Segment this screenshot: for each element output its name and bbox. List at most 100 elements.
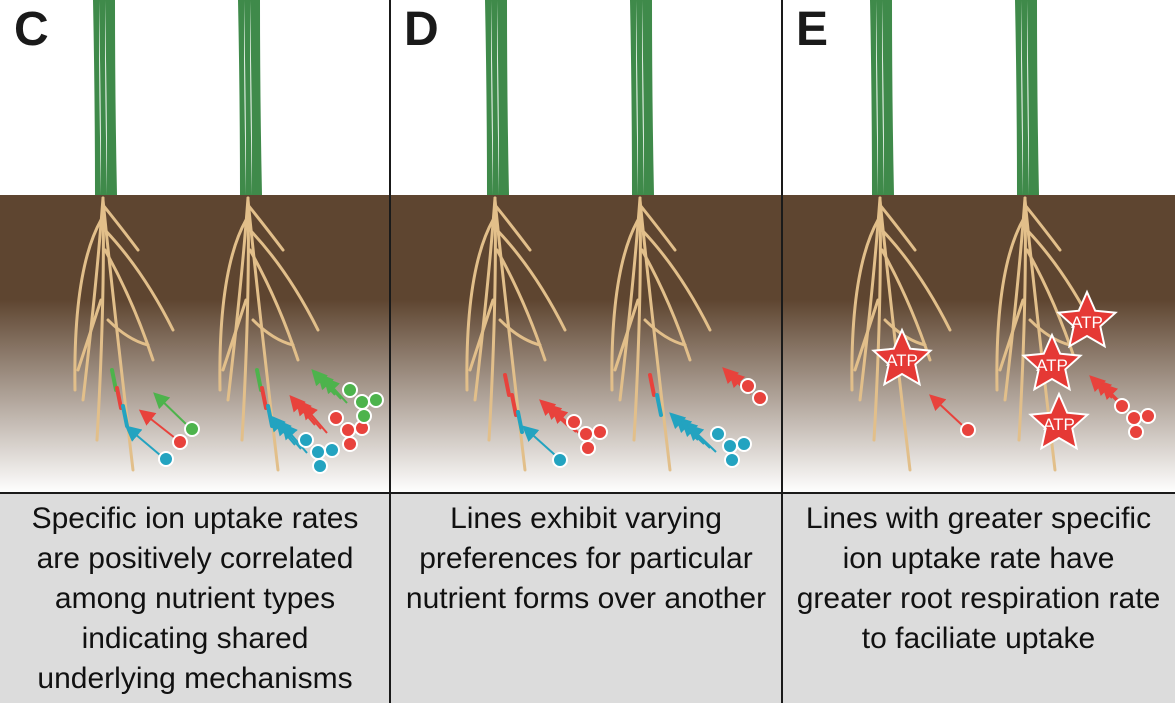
plant-leaves xyxy=(93,0,117,195)
ion xyxy=(354,394,370,410)
uptake-arrows-blue xyxy=(522,425,556,456)
caption-line: underlying mechanisms xyxy=(37,662,353,695)
root-tip-uptake xyxy=(648,373,656,397)
ion xyxy=(312,458,328,474)
plant-roots xyxy=(73,196,175,472)
atp-star-shape xyxy=(1056,289,1118,349)
root-tip-uptake xyxy=(115,386,123,410)
ion xyxy=(342,436,358,452)
plant-roots xyxy=(850,196,952,472)
root-tip-uptake xyxy=(503,373,511,397)
caption-line: Specific ion uptake rates xyxy=(31,502,359,535)
plant-leaves xyxy=(238,0,262,195)
panel-d-letter: D xyxy=(404,3,439,56)
panel-d: D Lines exhibit varying preferences for … xyxy=(390,0,782,703)
atp-label: ATP xyxy=(886,351,918,370)
ion-cluster-red xyxy=(328,410,370,452)
ion xyxy=(724,452,740,468)
ion-cluster-green xyxy=(342,382,384,424)
atp-star-shape xyxy=(871,327,933,387)
ion-cluster-red xyxy=(172,434,188,450)
ion-cluster-blue xyxy=(158,451,174,467)
ion xyxy=(1128,424,1144,440)
root-tip-uptake xyxy=(260,386,268,410)
root-tip-uptake xyxy=(255,368,263,392)
caption-line: Lines exhibit varying xyxy=(450,502,722,535)
ion xyxy=(1114,398,1130,414)
uptake-arrow xyxy=(929,394,963,426)
panel-c-letter: C xyxy=(14,3,49,56)
uptake-arrows-blue xyxy=(669,412,717,453)
atp-star: ATP xyxy=(1028,391,1090,451)
ion xyxy=(592,424,608,440)
caption-line: ion uptake rate have xyxy=(842,542,1115,575)
root-tip-uptake xyxy=(110,368,118,392)
ion xyxy=(340,422,356,438)
ion xyxy=(960,422,976,438)
uptake-arrow xyxy=(138,409,176,439)
uptake-arrows-red xyxy=(929,394,963,426)
uptake-arrows-red xyxy=(138,409,176,439)
panel-c: C Specific ion uptake rates are positive… xyxy=(0,0,390,703)
soil xyxy=(0,195,390,493)
plant-leaves xyxy=(485,0,509,195)
uptake-arrow xyxy=(687,424,717,453)
ion-cluster-blue xyxy=(298,432,340,474)
panel-e-letter: E xyxy=(796,3,829,56)
ion xyxy=(184,421,200,437)
ion xyxy=(368,392,384,408)
ion xyxy=(552,452,568,468)
uptake-arrows-blue xyxy=(124,425,161,456)
uptake-arrow xyxy=(281,422,308,454)
panel-e-caption: Lines with greater specific ion uptake r… xyxy=(782,493,1175,703)
plant-leaves xyxy=(870,0,894,195)
ion xyxy=(158,451,174,467)
caption-line: indicating shared xyxy=(81,622,309,655)
uptake-arrow xyxy=(522,425,556,456)
ion xyxy=(740,378,756,394)
panel-d-illustration xyxy=(390,0,782,493)
caption-line: Lines with greater specific xyxy=(805,502,1152,535)
ion xyxy=(172,434,188,450)
plant-leaves xyxy=(630,0,654,195)
panel-divider xyxy=(781,0,783,703)
ion xyxy=(566,414,582,430)
ion xyxy=(342,382,358,398)
root-tip-uptake xyxy=(121,404,129,428)
ion-cluster-red xyxy=(1114,398,1156,440)
ion xyxy=(328,410,344,426)
ion xyxy=(752,390,768,406)
uptake-arrows-green xyxy=(311,369,348,404)
panel-c-illustration xyxy=(0,0,390,493)
ion xyxy=(1126,410,1142,426)
ion xyxy=(310,444,326,460)
uptake-arrows-blue xyxy=(269,414,308,454)
ion-cluster-red xyxy=(960,422,976,438)
caption-line: to faciliate uptake xyxy=(861,622,1096,655)
atp-star: ATP xyxy=(871,327,933,387)
caption-line: are positively correlated xyxy=(36,542,354,575)
ion xyxy=(298,432,314,448)
ion xyxy=(580,440,596,456)
ion xyxy=(722,438,738,454)
plant-leaves xyxy=(1015,0,1039,195)
uptake-arrows-red xyxy=(289,394,328,434)
root-tip-uptake xyxy=(510,393,518,417)
ion-cluster-blue xyxy=(552,452,568,468)
atp-label: ATP xyxy=(1043,415,1075,434)
ion xyxy=(736,436,752,452)
caption-divider xyxy=(0,492,1175,494)
ion xyxy=(324,442,340,458)
atp-label: ATP xyxy=(1071,313,1103,332)
panel-d-caption: Lines exhibit varying preferences for pa… xyxy=(390,493,782,703)
ion xyxy=(578,426,594,442)
ion xyxy=(356,408,372,424)
panel-divider xyxy=(389,0,391,703)
caption-line: nutrient forms over another xyxy=(405,582,767,615)
uptake-arrow xyxy=(124,425,161,456)
caption-line: among nutrient types xyxy=(54,582,336,615)
atp-star: ATP xyxy=(1021,332,1083,392)
